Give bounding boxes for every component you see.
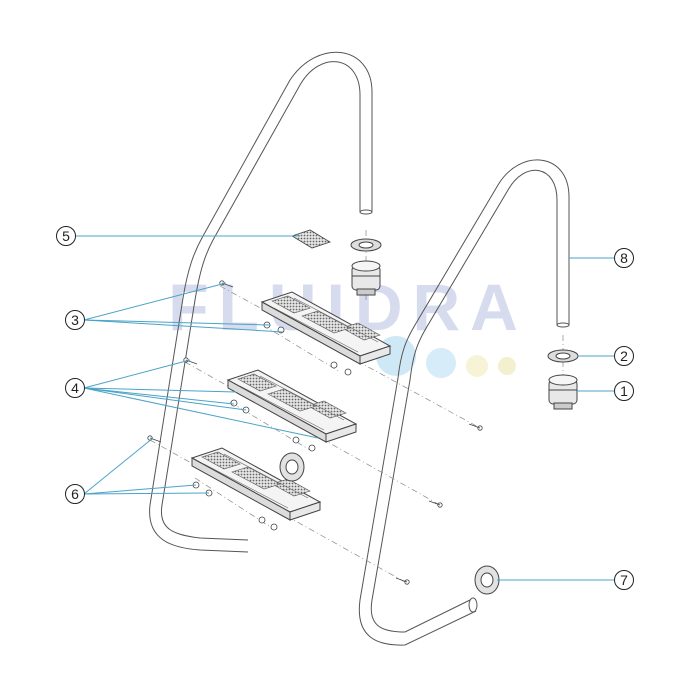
- leader-3a: [83, 282, 227, 321]
- left-handrail: [149, 51, 373, 553]
- escutcheon-plate-left: [350, 238, 382, 252]
- svg-text:8: 8: [620, 250, 628, 266]
- right-handrail: [358, 159, 570, 646]
- callout-2: 2: [614, 346, 634, 366]
- leader-3b: [83, 319, 271, 326]
- callout-1: 1: [614, 381, 634, 401]
- bolt-mid-right: [428, 500, 443, 508]
- escutcheon-plate-right: [547, 349, 579, 363]
- brand-dot-3: [466, 355, 488, 377]
- svg-text:3: 3: [71, 312, 79, 328]
- svg-text:7: 7: [620, 572, 628, 588]
- leader-4b: [83, 387, 237, 393]
- svg-text:6: 6: [71, 486, 79, 502]
- end-cap-upper: [279, 452, 305, 482]
- brand-dot-2: [426, 348, 456, 378]
- leader-4d: [83, 387, 247, 411]
- leader-3c: [83, 319, 284, 333]
- end-cap-lower: [474, 565, 500, 595]
- brand-dot-4: [498, 357, 516, 375]
- leader-6a: [83, 437, 154, 495]
- callout-3: 3: [65, 310, 85, 330]
- svg-text:5: 5: [62, 228, 70, 244]
- leader-4a: [83, 359, 191, 389]
- svg-text:1: 1: [620, 383, 628, 399]
- anti-slip-pad: [291, 229, 331, 249]
- anchor-socket-left: [351, 260, 381, 296]
- callout-8: 8: [614, 248, 634, 268]
- leader-4c: [83, 387, 235, 405]
- leader-lines: [74, 235, 614, 581]
- callout-7: 7: [614, 570, 634, 590]
- bolt-bottom-right: [395, 577, 410, 585]
- svg-text:2: 2: [620, 348, 628, 364]
- callout-6: 6: [65, 484, 85, 504]
- bolt-top-right: [468, 423, 483, 431]
- svg-text:4: 4: [71, 380, 79, 396]
- callout-5: 5: [56, 226, 76, 246]
- leader-4e: [83, 387, 319, 439]
- step-tread-middle: [227, 369, 357, 443]
- leader-6c: [83, 492, 210, 495]
- callouts: 5 3 4 6 8 2 1 7: [56, 226, 634, 590]
- callout-4: 4: [65, 378, 85, 398]
- anchor-socket-right: [548, 374, 578, 410]
- leader-6b: [83, 484, 197, 495]
